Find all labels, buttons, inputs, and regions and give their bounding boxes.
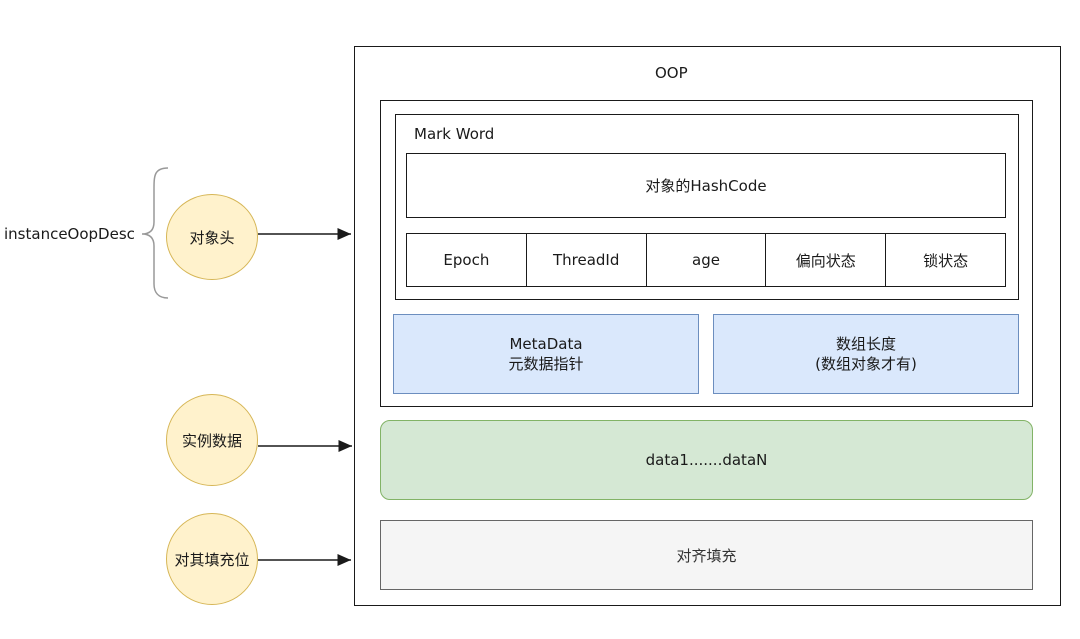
padding-circle-label: 对其填充位 bbox=[174, 550, 250, 569]
instance-oop-desc-label: instanceOopDesc bbox=[4, 225, 135, 243]
metadata-line2: 元数据指针 bbox=[508, 355, 584, 373]
header-circle-label: 对象头 bbox=[189, 228, 235, 247]
field-thread-id: ThreadId bbox=[527, 234, 647, 286]
padding-circle: 对其填充位 bbox=[166, 513, 258, 605]
metadata-box: MetaData 元数据指针 bbox=[393, 314, 699, 394]
array-length-box: 数组长度 (数组对象才有) bbox=[713, 314, 1019, 394]
alignment-padding-label: 对齐填充 bbox=[676, 546, 737, 565]
instance-data-circle: 实例数据 bbox=[166, 394, 258, 486]
field-epoch: Epoch bbox=[407, 234, 527, 286]
field-age: age bbox=[647, 234, 767, 286]
mark-word-fields-row: Epoch ThreadId age 偏向状态 锁状态 bbox=[406, 233, 1006, 287]
array-length-line2: (数组对象才有) bbox=[815, 355, 917, 373]
array-length-line1: 数组长度 bbox=[835, 335, 896, 353]
mark-word-title: Mark Word bbox=[414, 125, 495, 143]
metadata-line1: MetaData bbox=[509, 335, 583, 353]
alignment-padding-box: 对齐填充 bbox=[380, 520, 1033, 590]
instance-data-circle-label: 实例数据 bbox=[181, 431, 242, 450]
hashcode-box: 对象的HashCode bbox=[406, 153, 1006, 218]
curly-brace bbox=[141, 167, 169, 299]
hashcode-label: 对象的HashCode bbox=[645, 177, 767, 195]
instance-data-box: data1.......dataN bbox=[380, 420, 1033, 500]
field-lock-state: 锁状态 bbox=[923, 251, 969, 270]
header-circle: 对象头 bbox=[166, 194, 258, 280]
instance-data-label: data1.......dataN bbox=[645, 451, 768, 469]
oop-title: OOP bbox=[655, 64, 688, 82]
field-biased-state: 偏向状态 bbox=[766, 234, 887, 286]
